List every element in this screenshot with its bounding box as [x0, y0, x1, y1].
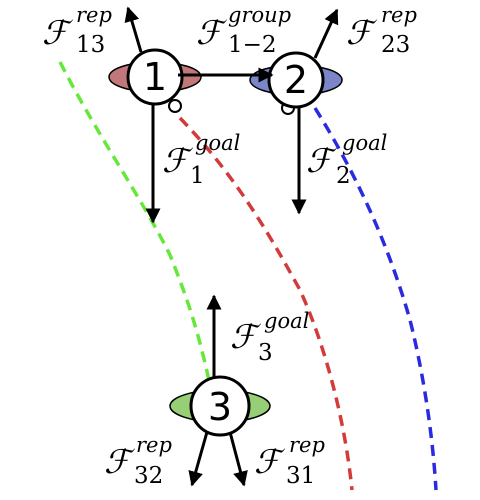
label-f32-symbol: ℱ — [104, 442, 136, 481]
label-f23-sup: rep — [381, 3, 417, 27]
label-f31-sup: rep — [289, 433, 325, 457]
label-f31-sub: 31 — [286, 463, 315, 489]
label-f3-sub: 3 — [258, 340, 273, 366]
label-f1-goal: ℱ goal 1 — [162, 131, 240, 189]
label-f12-sup: group — [228, 3, 291, 27]
agent-1-label: 1 — [143, 55, 167, 99]
label-f12-symbol: ℱ — [196, 13, 228, 52]
label-f13-sub: 13 — [76, 32, 105, 58]
arrow-f23-rep — [313, 8, 339, 59]
label-f3-goal: ℱ goal 3 — [230, 309, 309, 366]
label-f31-symbol: ℱ — [254, 442, 286, 481]
label-f2-sup: goal — [342, 131, 387, 155]
label-f32-sub: 32 — [134, 463, 163, 489]
label-f2-sub: 2 — [336, 163, 351, 189]
agent-3-head — [189, 375, 251, 437]
label-f32-sup: rep — [136, 433, 172, 457]
agent-1-head — [126, 48, 184, 106]
agent-3-trajectory — [58, 61, 212, 386]
label-f23-rep: ℱ rep 23 — [346, 3, 417, 58]
agent-3-label: 3 — [208, 385, 232, 429]
label-f23-sub: 23 — [381, 32, 410, 58]
agent-2-label: 2 — [284, 58, 308, 102]
agent-2-trajectory — [313, 107, 438, 491]
label-f3-sup: goal — [264, 309, 309, 333]
agent-1-trajectory — [178, 116, 354, 491]
label-f12-sub: 1−2 — [228, 32, 277, 58]
agent-3: 3 — [169, 375, 271, 437]
label-f2-goal: ℱ goal 2 — [306, 131, 387, 189]
agent-1: 1 — [108, 48, 202, 113]
label-f12-group: ℱ group 1−2 — [196, 3, 291, 58]
label-f32-rep: ℱ rep 32 — [104, 433, 172, 489]
label-f13-rep: ℱ rep 13 — [42, 3, 112, 58]
label-f23-symbol: ℱ — [346, 13, 378, 52]
label-f13-sup: rep — [76, 3, 112, 27]
label-f2-symbol: ℱ — [306, 141, 338, 180]
label-f31-rep: ℱ rep 31 — [254, 433, 325, 489]
agent-2: 2 — [249, 51, 343, 115]
label-f1-sub: 1 — [190, 163, 205, 189]
arrow-f32-rep — [188, 431, 209, 487]
arrow-f31-rep — [228, 431, 248, 487]
label-f13-symbol: ℱ — [42, 13, 74, 52]
agent-1-nub — [168, 99, 182, 113]
label-f1-sup: goal — [195, 131, 240, 155]
arrow-f13-rep — [124, 6, 143, 53]
